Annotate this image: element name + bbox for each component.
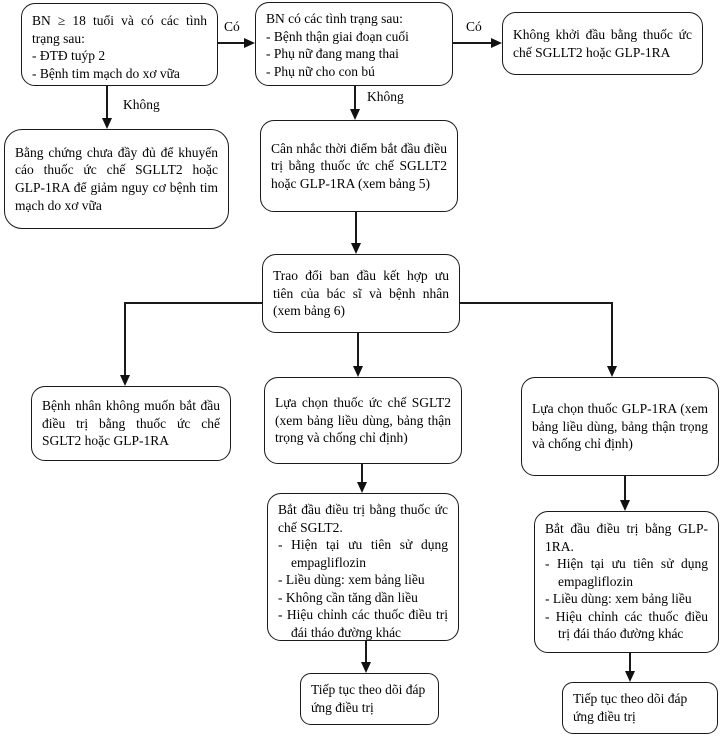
node-do-not-start-text: Không khởi đầu bằng thuốc ức chế SGLLT2 … <box>513 26 692 60</box>
node-eligibility: BN ≥ 18 tuổi và có các tình trạng sau: -… <box>21 3 218 86</box>
node-start-glp1ra-title: Bắt đầu điều trị bằng GLP-1RA. <box>545 521 708 554</box>
node-start-glp1ra: Bắt đầu điều trị bằng GLP-1RA. - Hiện tạ… <box>534 511 719 653</box>
branch-left-arrowhead-icon <box>120 375 130 386</box>
edge-exclusions-donotstart-line <box>453 42 492 44</box>
edge-startglp1ra-monitor-arrowhead-icon <box>625 671 635 682</box>
edge-eligibility-insufficient-line <box>106 86 108 119</box>
edge-chooseglp1ra-startglp1ra-line <box>624 476 626 501</box>
node-eligibility-title: BN ≥ 18 tuổi và có các tình trạng sau: <box>32 13 207 46</box>
node-patient-declines: Bệnh nhân không muốn bắt đầu điều trị bằ… <box>31 386 231 461</box>
branch-right-arrowhead-icon <box>607 366 617 377</box>
edge-label-co-1: Có <box>224 19 240 34</box>
node-start-sglt2-bullet: - Hiện tại ưu tiên sử dụng empagliflozin <box>278 537 448 570</box>
edge-consider-discussion-arrowhead-icon <box>351 243 361 254</box>
node-monitor-glp1ra: Tiếp tục theo dõi đáp ứng điều trị <box>562 682 718 734</box>
node-monitor-sglt2-text: Tiếp tục theo dõi đáp ứng điều trị <box>311 682 426 715</box>
branch-middle-arrowhead-icon <box>353 366 363 377</box>
branch-left-vertical-line <box>124 302 126 376</box>
edge-eligibility-exclusions-arrowhead-icon <box>244 38 255 48</box>
node-start-sglt2-title: Bắt đầu điều trị bằng thuốc ức chế SGLT2… <box>278 502 448 535</box>
edge-startsglt2-monitor-arrowhead-icon <box>361 662 371 673</box>
edge-eligibility-insufficient-arrowhead-icon <box>102 118 112 129</box>
branch-middle-vertical-line <box>357 333 359 367</box>
edge-choosesglt2-startsglt2-line <box>361 464 363 483</box>
node-eligibility-bullet: - Bệnh tim mạch do xơ vữa <box>32 65 180 81</box>
node-exclusions: BN có các tình trạng sau: - Bệnh thận gi… <box>255 2 453 86</box>
edge-eligibility-exclusions-line <box>218 42 245 44</box>
edge-chooseglp1ra-startglp1ra-arrowhead-icon <box>620 500 630 511</box>
node-exclusions-title: BN có các tình trạng sau: <box>266 11 403 26</box>
edge-label-co-2: Có <box>466 19 482 34</box>
node-choose-glp1ra: Lựa chọn thuốc GLP-1RA (xem bảng liều dù… <box>521 377 719 476</box>
edge-label-khong-2: Không <box>367 89 404 104</box>
node-exclusions-bullet: - Phụ nữ cho con bú <box>266 63 375 79</box>
node-do-not-start: Không khởi đầu bằng thuốc ức chế SGLLT2 … <box>502 12 703 75</box>
node-eligibility-bullet: - ĐTĐ tuýp 2 <box>32 48 106 64</box>
node-start-sglt2: Bắt đầu điều trị bằng thuốc ức chế SGLT2… <box>267 493 459 641</box>
node-start-sglt2-bullet: - Không cần tăng dần liều <box>278 589 418 605</box>
node-patient-declines-text: Bệnh nhân không muốn bắt đầu điều trị bằ… <box>42 398 220 449</box>
node-start-sglt2-bullet: - Hiệu chỉnh các thuốc điều trị đái tháo… <box>278 607 448 640</box>
node-initial-discussion-text: Trao đổi ban đầu kết hợp ưu tiên của bác… <box>273 268 449 319</box>
edge-label-khong-1: Không <box>123 97 160 112</box>
branch-right-vertical-line <box>611 302 613 367</box>
node-exclusions-bullet: - Bệnh thận giai đoạn cuối <box>266 28 409 44</box>
branch-right-horizontal-line <box>460 302 613 304</box>
node-monitor-sglt2: Tiếp tục theo dõi đáp ứng điều trị <box>300 673 439 725</box>
node-insufficient-evidence-text: Bằng chứng chưa đầy đủ để khuyến cáo thu… <box>15 144 218 213</box>
edge-exclusions-consider-line <box>354 86 356 110</box>
node-start-glp1ra-bullet: - Liều dùng: xem bảng liều <box>545 591 692 607</box>
edge-exclusions-donotstart-arrowhead-icon <box>491 38 502 48</box>
edge-consider-discussion-line <box>355 212 357 244</box>
edge-choosesglt2-startsglt2-arrowhead-icon <box>357 482 367 493</box>
edge-exclusions-consider-arrowhead-icon <box>350 109 360 120</box>
node-initial-discussion: Trao đổi ban đầu kết hợp ưu tiên của bác… <box>262 254 460 333</box>
node-choose-glp1ra-text: Lựa chọn thuốc GLP-1RA (xem bảng liều dù… <box>532 401 708 452</box>
node-start-sglt2-bullet: - Liều dùng: xem bảng liều <box>278 572 425 588</box>
node-exclusions-bullet: - Phụ nữ đang mang thai <box>266 46 399 62</box>
node-consider-timing-text: Cân nhắc thời điểm bắt đầu điều trị bằng… <box>271 140 447 191</box>
edge-startglp1ra-monitor-line <box>629 653 631 672</box>
node-insufficient-evidence: Bằng chứng chưa đầy đủ để khuyến cáo thu… <box>4 129 229 229</box>
node-start-glp1ra-bullet: - Hiệu chỉnh các thuốc điều trị đái tháo… <box>545 608 708 642</box>
node-choose-sglt2: Lựa chọn thuốc ức chế SGLT2 (xem bảng li… <box>264 377 462 464</box>
node-choose-sglt2-text: Lựa chọn thuốc ức chế SGLT2 (xem bảng li… <box>275 395 451 446</box>
branch-left-horizontal-line <box>124 302 262 304</box>
node-consider-timing: Cân nhắc thời điểm bắt đầu điều trị bằng… <box>260 120 458 212</box>
edge-startsglt2-monitor-line <box>365 641 367 663</box>
node-monitor-glp1ra-text: Tiếp tục theo dõi đáp ứng điều trị <box>573 691 688 724</box>
node-start-glp1ra-bullet: - Hiện tại ưu tiên sử dụng empagliflozin <box>545 556 708 589</box>
